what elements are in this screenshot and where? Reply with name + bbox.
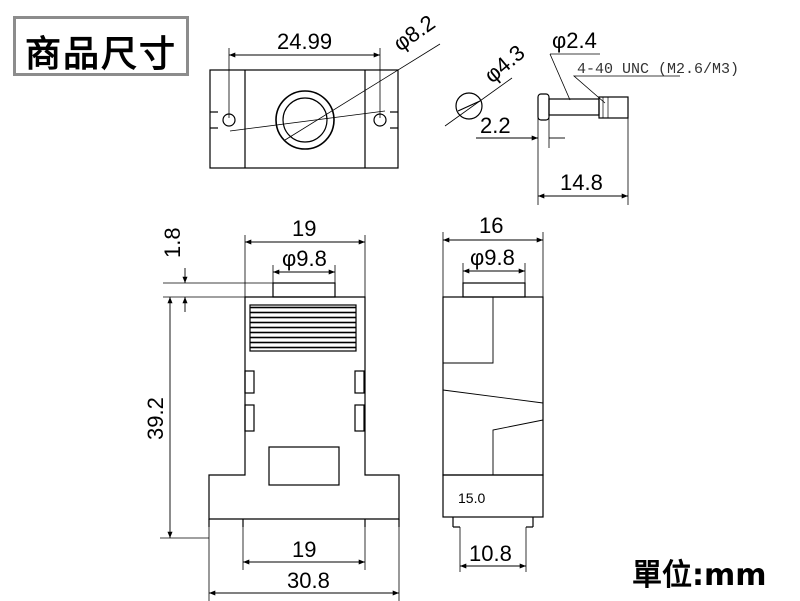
dim-screw-head-height: 2.2: [480, 113, 511, 138]
side-flange: [442, 474, 544, 518]
dim-front-top-width: 19: [292, 216, 316, 241]
front-connector-window: [268, 446, 340, 486]
dim-top-width: 24.99: [277, 29, 332, 54]
dim-screw-length: 14.8: [560, 170, 603, 195]
dim-front-cable-diameter: φ9.8: [282, 246, 327, 271]
dim-side-width: 16: [479, 213, 503, 238]
top-view: [209, 43, 441, 169]
dim-side-flange-height: 15.0: [458, 490, 485, 506]
side-view: [442, 232, 544, 572]
screw-head-side: [537, 93, 550, 121]
screw-detail: [444, 53, 680, 205]
cable-hole-outer: [275, 90, 335, 150]
front-cable-collar: [272, 282, 336, 298]
dim-side-bottom-width: 10.8: [469, 541, 512, 566]
front-latch-left-upper: [244, 370, 255, 394]
dim-side-cable-diameter: φ9.8: [470, 245, 515, 270]
side-cable-collar: [462, 282, 526, 298]
title-box: 商品尺寸: [13, 16, 189, 76]
front-grille: [249, 304, 357, 352]
thread-spec: 4-40 UNC (M2.6/M3): [577, 61, 739, 78]
dim-front-overall-width: 30.8: [287, 568, 330, 593]
dim-front-connector-width: 19: [292, 537, 316, 562]
screw-head-end: [455, 92, 483, 120]
screw-thread: [598, 96, 629, 119]
cable-hole-inner: [282, 97, 328, 143]
title-label: 商品尺寸: [24, 34, 177, 75]
unit-label: 單位:mm: [632, 558, 767, 593]
front-view: [160, 235, 400, 601]
top-view-outline: [209, 69, 399, 169]
dim-screw-shank-diameter: φ2.4: [552, 28, 597, 53]
front-latch-right-lower: [354, 404, 365, 432]
front-latch-left-lower: [244, 404, 255, 432]
dim-screw-head-diameter: φ4.3: [479, 40, 529, 88]
dim-front-height: 39.2: [143, 397, 168, 440]
dim-front-top-offset: 1.8: [160, 227, 185, 258]
screw-shank: [548, 98, 600, 116]
front-latch-right-upper: [354, 370, 365, 394]
